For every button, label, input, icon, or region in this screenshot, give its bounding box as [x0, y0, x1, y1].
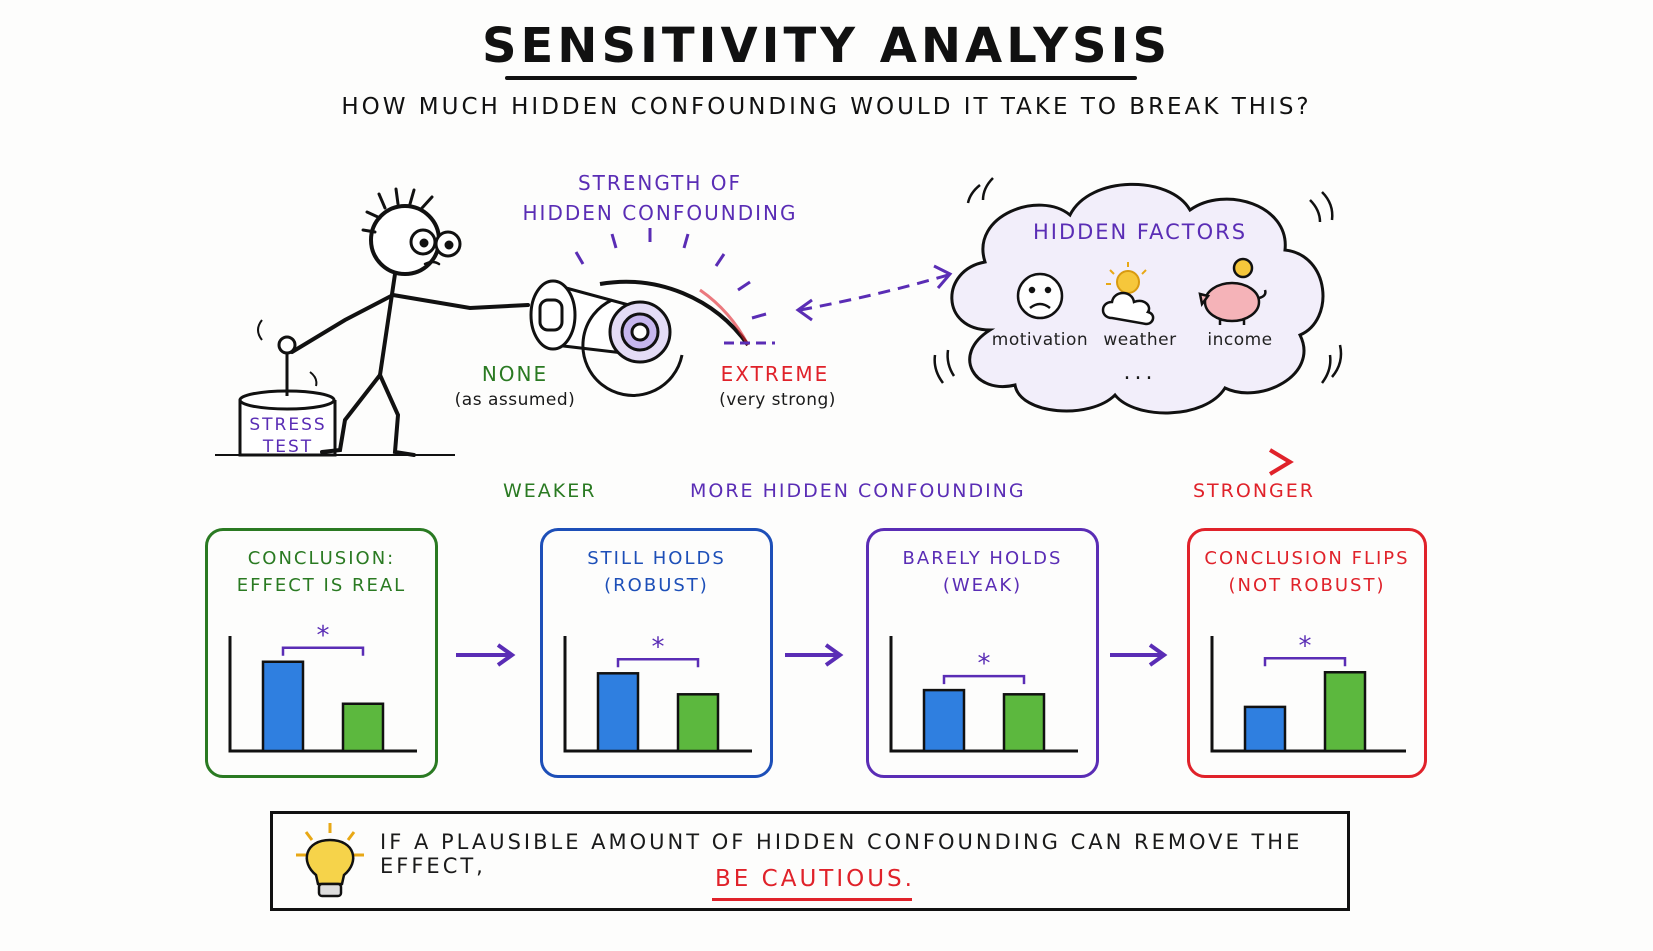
mini-bar-chart: * — [889, 636, 1078, 753]
bar-green — [676, 693, 720, 753]
gauge-arc — [599, 279, 750, 347]
stress-test-line1: STRESS — [249, 415, 327, 435]
gauge-title: STRENGTH OF HIDDEN CONFOUNDING — [510, 168, 810, 228]
plunger-motion-icon — [257, 319, 318, 387]
hidden-factors-title: HIDDEN FACTORS — [1032, 220, 1248, 244]
mini-bar-chart: * — [563, 632, 752, 753]
page-subtitle: HOW MUCH HIDDEN CONFOUNDING WOULD IT TAK… — [341, 94, 1312, 120]
bar-blue — [596, 672, 640, 753]
result-panel-2: STILL HOLDS (ROBUST) * — [540, 528, 773, 778]
bar-blue — [1243, 705, 1287, 753]
panel-title-line2: (ROBUST) — [604, 575, 709, 596]
takeaway-underline — [712, 898, 912, 901]
factor-ellipsis: ... — [1123, 360, 1157, 385]
title-underline — [505, 76, 1137, 80]
panel-title: STILL HOLDS (ROBUST) — [543, 545, 770, 599]
panel-title-line1: CONCLUSION: — [247, 548, 396, 569]
significance-star: * — [652, 632, 665, 662]
mini-bar-chart: * — [228, 621, 417, 753]
significance-star: * — [1299, 631, 1312, 661]
panel-title-line1: STILL HOLDS — [587, 548, 726, 569]
scale-middle-label: MORE HIDDEN CONFOUNDING — [690, 480, 1026, 502]
bar-blue — [922, 688, 966, 753]
significance-bracket — [616, 658, 700, 668]
gauge-ticks — [574, 228, 775, 345]
significance-bracket — [1263, 657, 1347, 667]
page-title: SENSITIVITY ANALYSIS — [481, 18, 1172, 74]
factor-label-income: income — [1207, 330, 1273, 350]
weather-cloud-sun-icon — [1101, 262, 1155, 326]
sad-face-icon — [1016, 272, 1064, 320]
dial-knob — [529, 279, 684, 397]
gauge-title-line1: STRENGTH OF — [577, 171, 743, 195]
scale-left-label: WEAKER — [503, 480, 597, 502]
panel-title: CONCLUSION FLIPS (NOT ROBUST) — [1190, 545, 1424, 599]
panel-title-line2: (NOT ROBUST) — [1228, 575, 1386, 596]
bar-green — [1002, 693, 1046, 753]
takeaway-box — [270, 811, 1350, 911]
bar-green — [1323, 671, 1367, 753]
panel-title-line2: (WEAK) — [942, 575, 1023, 596]
panel-title-line2: EFFECT IS REAL — [236, 575, 407, 596]
stick-figure — [290, 187, 530, 457]
factor-label-motivation: motivation — [991, 330, 1089, 350]
stress-test-box — [215, 335, 455, 457]
significance-star: * — [317, 621, 330, 651]
mini-bar-chart: * — [1210, 631, 1406, 753]
significance-bracket — [281, 646, 365, 656]
result-panel-1: CONCLUSION: EFFECT IS REAL * — [205, 528, 438, 778]
chart-axes — [228, 636, 417, 753]
gauge-max-sublabel: (very strong) — [719, 390, 836, 410]
gauge-min-label: NONE — [481, 362, 549, 386]
stress-test-label: STRESS TEST — [238, 414, 338, 458]
gauge-title-line2: HIDDEN CONFOUNDING — [522, 201, 798, 225]
hidden-factors-cloud — [933, 177, 1343, 415]
piggy-bank-icon — [1198, 257, 1267, 325]
bar-green — [341, 702, 385, 753]
stress-test-line2: TEST — [262, 437, 314, 457]
takeaway-line1: IF A PLAUSIBLE AMOUNT OF HIDDEN CONFOUND… — [380, 830, 1303, 878]
result-panel-4: CONCLUSION FLIPS (NOT ROBUST) * — [1187, 528, 1427, 778]
panel-title-line1: CONCLUSION FLIPS — [1204, 548, 1410, 569]
gauge-min-sublabel: (as assumed) — [454, 390, 576, 410]
result-panel-3: BARELY HOLDS (WEAK) * — [866, 528, 1099, 778]
panel-arrows — [456, 643, 1168, 667]
takeaway-line2: BE CAUTIOUS. — [715, 866, 915, 892]
panel-title: BARELY HOLDS (WEAK) — [869, 545, 1096, 599]
significance-bracket — [942, 674, 1026, 685]
panel-title: CONCLUSION: EFFECT IS REAL — [208, 545, 435, 599]
panel-title-line1: BARELY HOLDS — [902, 548, 1063, 569]
scale-right-label: STRONGER — [1193, 480, 1315, 502]
lightbulb-icon — [296, 823, 364, 898]
dashed-double-arrow — [795, 264, 953, 322]
significance-star: * — [978, 649, 991, 679]
bar-blue — [261, 660, 305, 753]
gauge-max-label: EXTREME — [720, 362, 830, 386]
factor-label-weather: weather — [1103, 330, 1177, 350]
